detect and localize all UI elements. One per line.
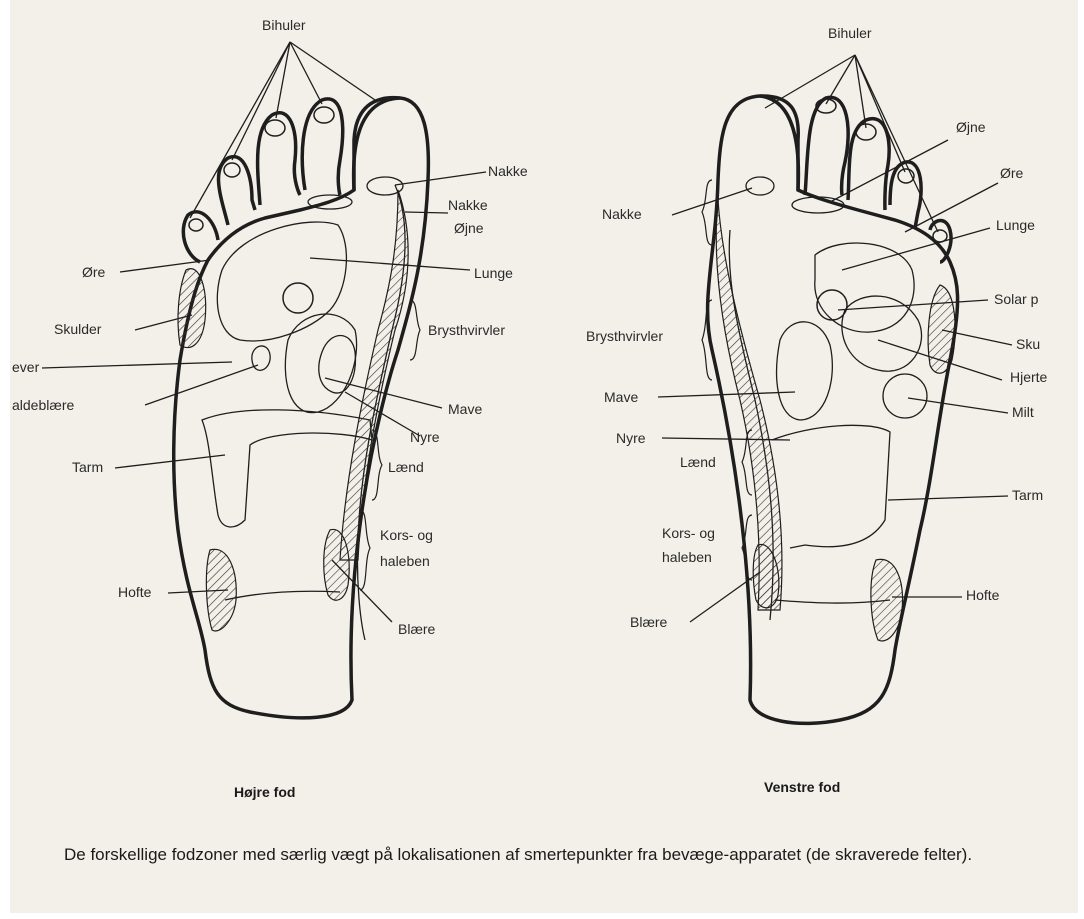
right-label-hofte: Hofte [118,584,152,600]
left-label-nyre: Nyre [616,430,646,446]
right-label-ojne: Øjne [454,220,484,236]
left-label-haleben: haleben [662,549,712,565]
right-label-haleben: haleben [380,553,430,569]
left-label-skulder: Sku [1016,336,1040,352]
right-label-nyre: Nyre [410,429,440,445]
left-label-tarm: Tarm [1012,487,1043,503]
right-foot-nail-3 [265,120,285,136]
left-label-nakke: Nakke [602,206,642,222]
right-label-blaere: Blære [398,621,436,637]
left-label-hofte: Hofte [966,587,1000,603]
left-label-ojne: Øjne [956,119,986,135]
scan-edge-bottom [0,913,1084,919]
left-foot-title: Venstre fod [764,779,840,795]
right-foot-brace-bryst [410,300,420,360]
right-foot-lung-zone [217,222,346,341]
right-foot-heel-line [225,591,340,600]
right-label-nakke: Nakke [488,163,528,179]
right-foot-toe-2 [302,99,342,195]
right-label-lunge: Lunge [474,265,513,281]
right-label-brysthvirvler: Brysthvirvler [428,322,505,338]
right-label-laend: Lænd [388,459,424,475]
left-foot-brace-nakke [702,180,712,245]
left-label-solar: Solar p [994,291,1039,307]
right-foot-skulder-hatch [178,269,206,348]
scan-edge-right [1078,0,1084,919]
figure-caption: De forskellige fodzoner med særlig vægt … [64,842,1054,868]
left-foot-nakke-zone [746,177,774,195]
left-label-ore: Øre [1000,165,1024,181]
right-foot-solar-plexus [283,283,313,313]
right-foot-spine-hatch [340,190,408,560]
right-foot-nail-5 [189,219,203,231]
left-label-hjerte: Hjerte [1010,369,1048,385]
left-foot-milt-zone [883,374,927,418]
left-label-mave: Mave [604,389,638,405]
left-foot-lung-zone [815,243,914,332]
left-label-kors: Kors- og [662,525,715,541]
left-label-laend: Lænd [680,454,716,470]
right-label-ore: Øre [82,264,106,280]
left-foot-mave-zone [777,322,833,420]
right-foot-mave-zone [285,314,356,413]
left-foot: Bihuler Øjne Øre Nakke Lunge Solar p Sku… [586,25,1048,795]
right-foot-toe-3 [258,113,300,205]
left-label-blaere: Blære [630,614,668,630]
right-foot-nail-4 [224,163,240,177]
right-label-bihuler: Bihuler [262,17,306,33]
right-label-skulder: Skulder [54,321,102,337]
left-label-lunge: Lunge [996,217,1035,233]
left-foot-spine-hatch [716,200,782,610]
left-label-bihuler: Bihuler [828,25,872,41]
right-label-galdeblaere: aldeblære [12,397,74,413]
right-label-tarm: Tarm [72,459,103,475]
left-foot-tarm-zone [772,425,890,548]
scan-edge-left [0,0,10,919]
right-foot-title: Højre fod [234,784,295,800]
right-foot: Bihuler Nakke Nakke Øjne Øre Lunge Skuld… [12,17,528,800]
right-label-kors: Kors- og [380,527,433,543]
right-label-mave: Mave [448,401,482,417]
left-foot-toe-3 [848,119,889,210]
left-label-milt: Milt [1012,404,1034,420]
left-foot-toe-4 [890,162,921,228]
right-label-lever: ever [12,359,40,375]
right-label-nakke2: Nakke [448,197,488,213]
right-foot-nail-2 [314,107,334,123]
left-foot-toe-2 [805,97,848,195]
left-label-brysthvirvler: Brysthvirvler [586,328,663,344]
